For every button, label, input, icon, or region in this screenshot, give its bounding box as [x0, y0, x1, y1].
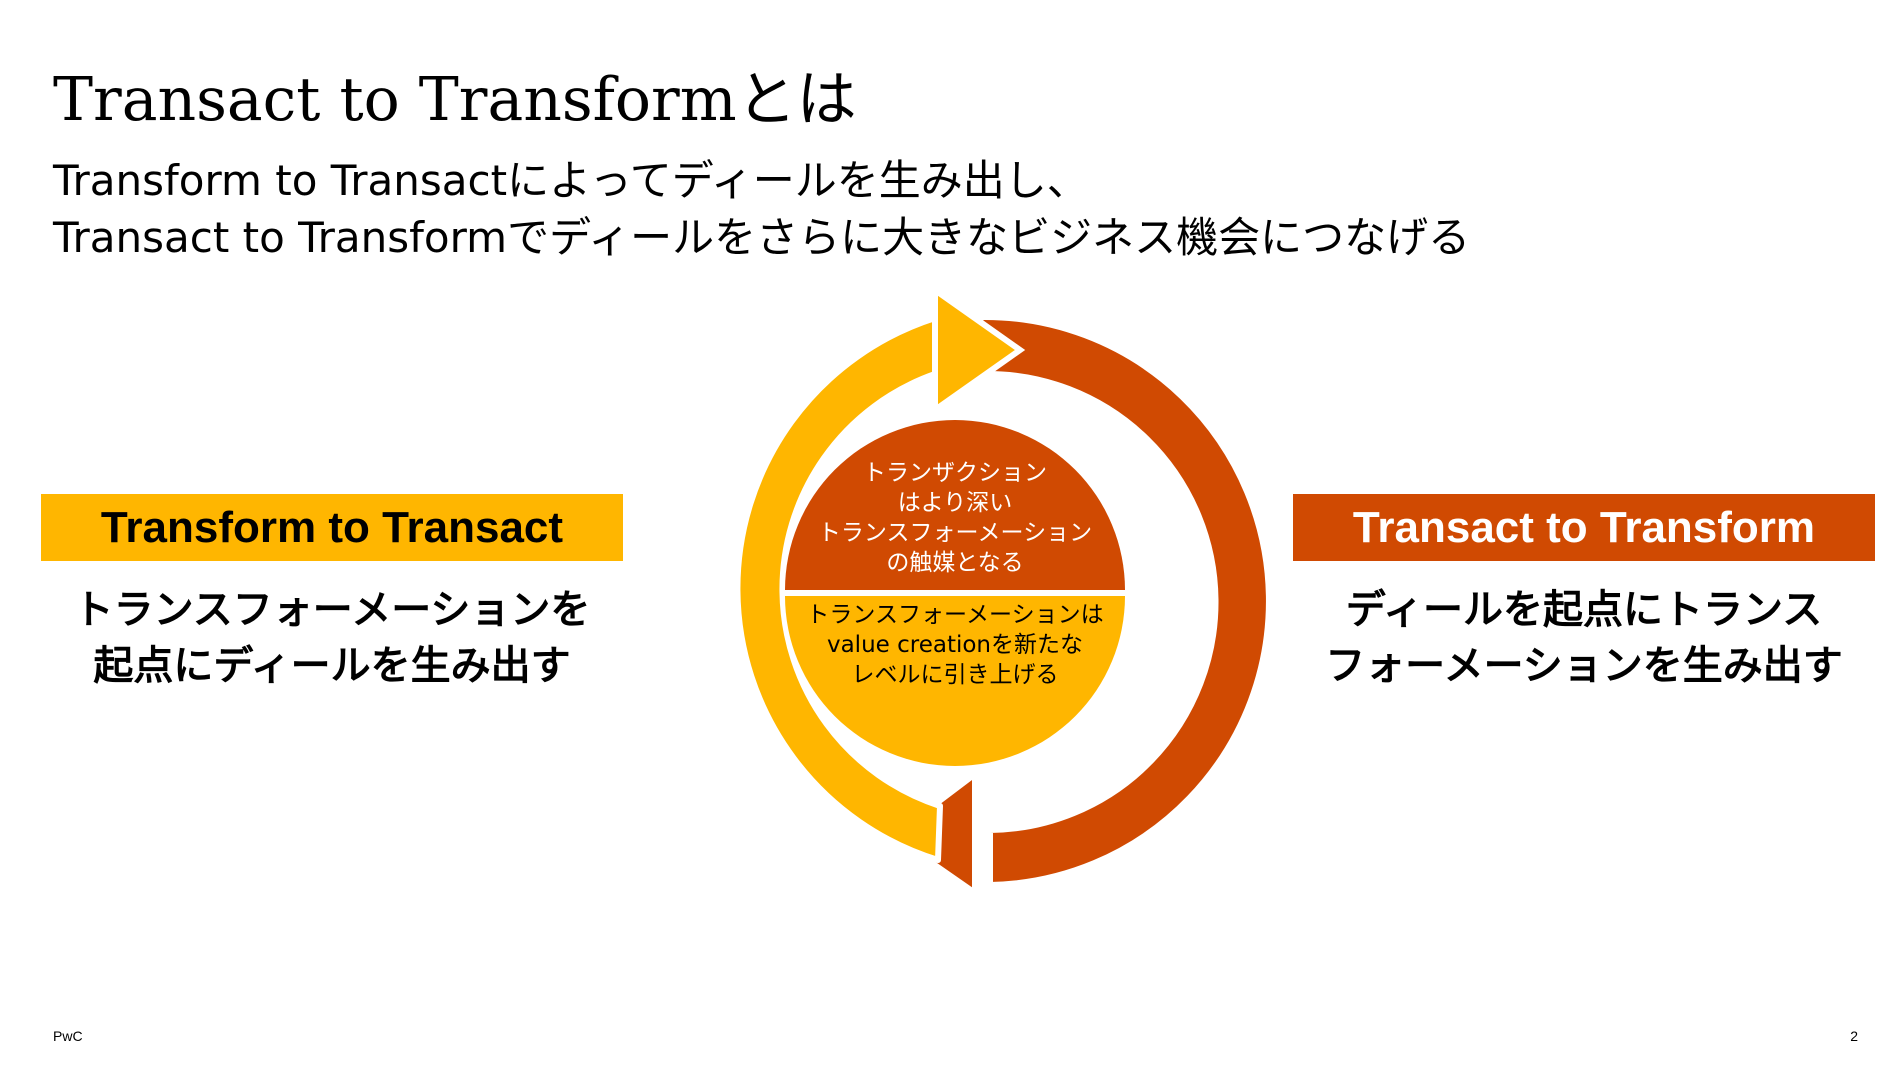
left-desc-line-2: 起点にディールを生み出す: [93, 643, 571, 689]
page-number: 2: [1850, 1028, 1858, 1044]
center-circle-bottom: [785, 596, 1125, 766]
right-desc-line-1: ディールを起点にトランス: [1345, 587, 1823, 633]
center-bottom-line: トランスフォーメーションは: [806, 602, 1104, 628]
footer-brand: PwC: [53, 1028, 83, 1044]
center-bottom-text: トランスフォーメーションは value creationを新たな レベルに引き上…: [760, 600, 1150, 690]
orange-cycle-arc: [977, 313, 1272, 888]
center-top-text: トランザクション はより深い トランスフォーメーション の触媒となる: [760, 458, 1150, 578]
slide-title: Transact to Transformとは: [53, 65, 857, 135]
transact-to-transform-label: Transact to Transform: [1293, 494, 1875, 561]
transform-to-transact-label: Transform to Transact: [41, 494, 623, 561]
yellow-arrowhead: [932, 284, 1026, 416]
yellow-cycle-arc: [734, 315, 943, 863]
center-circle-top: [785, 420, 1125, 590]
center-top-line: トランザクション: [863, 460, 1047, 486]
left-desc-line-1: トランスフォーメーションを: [73, 587, 591, 633]
center-top-line: はより深い: [897, 490, 1013, 516]
center-bottom-line: レベルに引き上げる: [851, 662, 1059, 688]
transform-to-transact-description: トランスフォーメーションを 起点にディールを生み出す: [12, 582, 652, 694]
center-top-line: トランスフォーメーション: [817, 520, 1093, 546]
subtitle-line-2: Transact to Transformでディールをさらに大きなビジネス機会に…: [53, 213, 1471, 262]
transact-to-transform-description: ディールを起点にトランス フォーメーションを生み出す: [1264, 582, 1902, 694]
subtitle-line-1: Transform to Transactによってディールを生み出し、: [53, 156, 1089, 205]
center-bottom-line: value creationを新たな: [826, 632, 1084, 658]
center-top-line: の触媒となる: [886, 550, 1024, 576]
right-desc-line-2: フォーメーションを生み出す: [1325, 643, 1843, 689]
